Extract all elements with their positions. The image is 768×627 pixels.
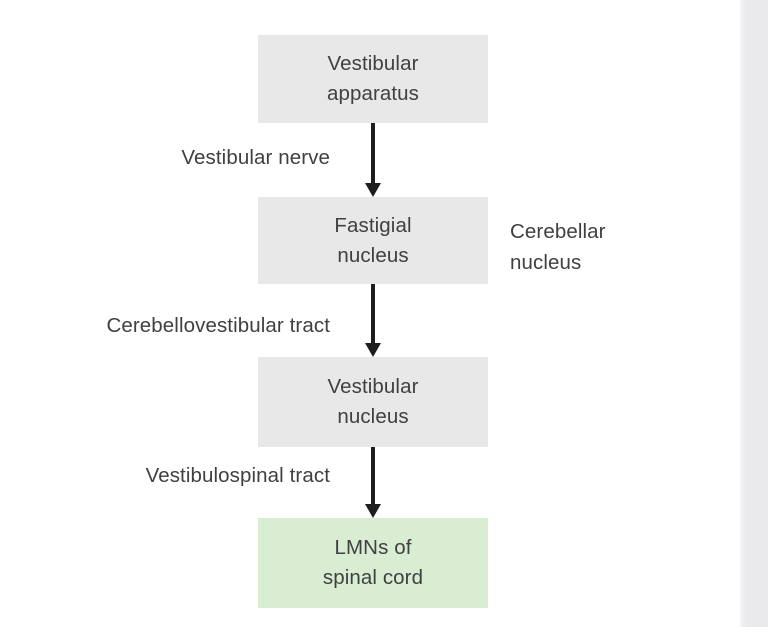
arrow-down-icon	[365, 123, 381, 197]
edge-label-vestibular-nerve: Vestibular nerve	[181, 146, 330, 169]
node-fastigial-nucleus: Fastigial nucleus	[258, 197, 488, 284]
right-panel-edge	[740, 0, 768, 627]
side-label-cerebellar-nucleus: Cerebellar nucleus	[510, 220, 606, 274]
arrow-stem	[371, 447, 375, 505]
arrow-head	[365, 183, 381, 197]
arrow-head	[365, 504, 381, 518]
arrow-down-icon	[365, 447, 381, 518]
node-vestibular-apparatus: Vestibular apparatus	[258, 35, 488, 123]
arrow-head	[365, 343, 381, 357]
arrow-down-icon	[365, 284, 381, 357]
arrow-stem	[371, 123, 375, 184]
edge-label-cerebellovestibular-tract: Cerebellovestibular tract	[106, 314, 330, 337]
edge-label-vestibulospinal-tract: Vestibulospinal tract	[145, 464, 330, 487]
node-lmns-of-spinal-cord: LMNs of spinal cord	[258, 518, 488, 608]
node-vestibular-nucleus: Vestibular nucleus	[258, 357, 488, 447]
arrow-stem	[371, 284, 375, 344]
